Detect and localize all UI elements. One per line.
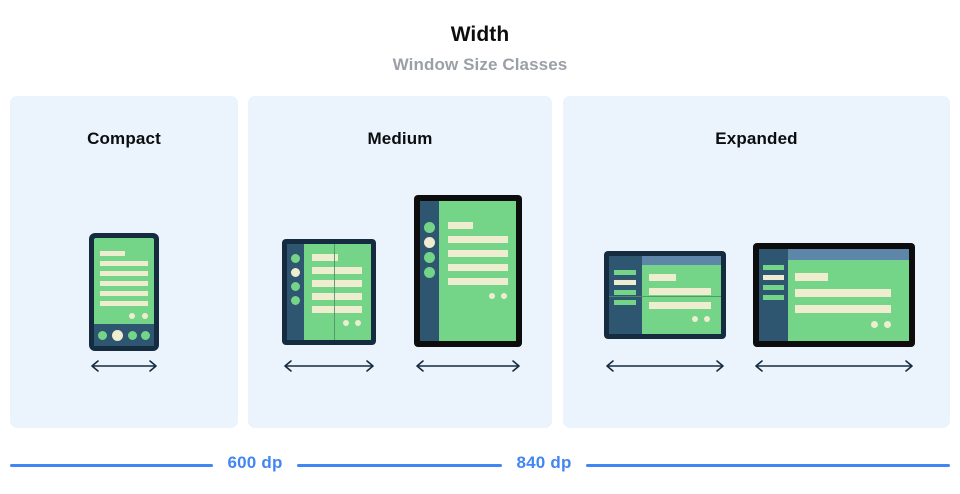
fold-crease bbox=[609, 296, 721, 297]
device-foldable-landscape bbox=[604, 251, 726, 339]
content-dot bbox=[692, 316, 698, 322]
breakpoint-line-left bbox=[10, 464, 213, 467]
breakpoint-scale: 600 dp 840 dp bbox=[0, 447, 960, 487]
tablet-screen bbox=[759, 249, 909, 341]
nav-dot[interactable] bbox=[291, 254, 300, 263]
breakpoint-label-840: 840 dp bbox=[516, 453, 572, 472]
nav-rail[interactable] bbox=[609, 256, 642, 334]
panel-medium: Medium bbox=[248, 96, 552, 428]
nav-bar[interactable] bbox=[614, 300, 636, 305]
nav-dot[interactable] bbox=[424, 222, 435, 233]
content-dot bbox=[884, 321, 891, 328]
nav-bar[interactable] bbox=[614, 290, 636, 295]
nav-rail[interactable] bbox=[759, 249, 788, 341]
content-line bbox=[312, 306, 362, 313]
phone-bottom-nav[interactable] bbox=[94, 324, 154, 346]
panel-compact: Compact bbox=[10, 96, 238, 428]
content-line bbox=[312, 280, 362, 287]
content-line bbox=[795, 305, 891, 313]
top-app-bar bbox=[609, 256, 721, 265]
fold-crease bbox=[334, 244, 335, 340]
panel-title-expanded: Expanded bbox=[715, 129, 798, 148]
content-line bbox=[448, 222, 473, 229]
content-line bbox=[649, 288, 711, 295]
content-line bbox=[795, 289, 891, 297]
breakpoint-label-600: 600 dp bbox=[227, 453, 283, 472]
content-line bbox=[100, 271, 148, 276]
device-foldable-portrait bbox=[282, 239, 376, 345]
content-dot bbox=[142, 313, 148, 319]
content-line bbox=[100, 291, 148, 296]
content-dot bbox=[704, 316, 710, 322]
foldable-screen bbox=[609, 256, 721, 334]
content-line bbox=[649, 274, 676, 281]
breakpoint-line-mid bbox=[297, 464, 502, 467]
arrow-phone bbox=[89, 359, 159, 373]
nav-dot-active[interactable] bbox=[112, 330, 123, 341]
header: Width Window Size Classes bbox=[0, 0, 960, 94]
arrow-foldable-portrait bbox=[282, 359, 376, 373]
nav-dot[interactable] bbox=[128, 331, 137, 340]
arrow-tablet-portrait bbox=[414, 359, 522, 373]
nav-dot[interactable] bbox=[291, 296, 300, 305]
content-dot bbox=[501, 293, 507, 299]
page-title: Width bbox=[450, 23, 510, 46]
nav-dot[interactable] bbox=[98, 331, 107, 340]
nav-bar[interactable] bbox=[763, 295, 784, 300]
panel-title-medium: Medium bbox=[367, 129, 433, 148]
nav-bar-active[interactable] bbox=[614, 280, 636, 285]
content-line bbox=[100, 301, 148, 306]
content-line bbox=[100, 261, 148, 266]
content-dot bbox=[871, 321, 878, 328]
foldable-screen bbox=[287, 244, 371, 340]
content-line bbox=[448, 264, 508, 271]
content-line bbox=[448, 236, 508, 243]
content-line bbox=[649, 302, 711, 309]
content-line bbox=[312, 267, 362, 274]
content-dot bbox=[355, 320, 361, 326]
nav-bar-active[interactable] bbox=[763, 275, 784, 280]
breakpoint-line-right bbox=[586, 464, 950, 467]
panel-expanded: Expanded bbox=[563, 96, 950, 428]
nav-dot-active[interactable] bbox=[291, 268, 300, 277]
content-line bbox=[448, 278, 508, 285]
nav-bar[interactable] bbox=[763, 265, 784, 270]
content-line bbox=[100, 281, 148, 286]
device-tablet-landscape bbox=[753, 243, 915, 347]
nav-rail[interactable] bbox=[287, 244, 304, 340]
content-dot bbox=[343, 320, 349, 326]
content-dot bbox=[129, 313, 135, 319]
device-phone-portrait bbox=[89, 233, 159, 351]
arrow-foldable-landscape bbox=[604, 359, 726, 373]
nav-dot[interactable] bbox=[291, 282, 300, 291]
nav-bar[interactable] bbox=[614, 270, 636, 275]
nav-dot[interactable] bbox=[424, 252, 435, 263]
tablet-screen bbox=[420, 201, 516, 341]
panel-title-compact: Compact bbox=[87, 129, 161, 148]
nav-bar[interactable] bbox=[763, 285, 784, 290]
top-app-bar bbox=[759, 249, 909, 260]
page-subtitle: Window Size Classes bbox=[392, 55, 568, 74]
arrow-tablet-landscape bbox=[753, 359, 915, 373]
nav-dot[interactable] bbox=[141, 331, 150, 340]
content-line bbox=[795, 273, 828, 281]
content-line bbox=[312, 254, 338, 261]
device-tablet-portrait bbox=[414, 195, 522, 347]
nav-rail[interactable] bbox=[420, 201, 439, 341]
content-dot bbox=[489, 293, 495, 299]
nav-dot[interactable] bbox=[424, 267, 435, 278]
content-line bbox=[448, 250, 508, 257]
content-line bbox=[100, 251, 125, 256]
nav-dot-active[interactable] bbox=[424, 237, 435, 248]
content-line bbox=[312, 293, 362, 300]
